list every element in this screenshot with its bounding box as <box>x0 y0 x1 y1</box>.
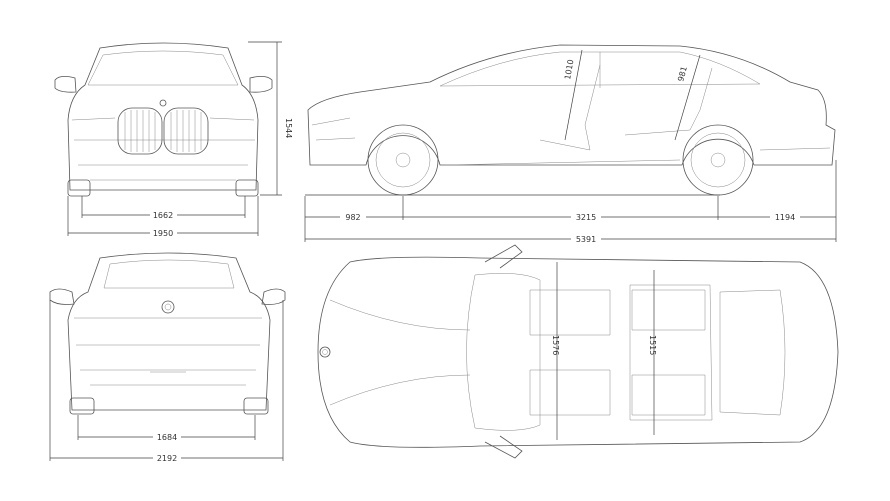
rear-overhang-label: 1194 <box>775 213 795 222</box>
front-track-label: 1662 <box>153 211 173 220</box>
top-view: 1576 1515 <box>317 244 839 459</box>
front-height-label: 1544 <box>284 118 293 138</box>
front-width-label: 1950 <box>153 229 173 238</box>
rear-width-label: 2192 <box>157 454 177 463</box>
rear-headroom-label: 981 <box>676 65 689 82</box>
side-view: 1010 981 982 3215 1194 5391 <box>304 44 837 244</box>
front-headroom-label: 1010 <box>563 59 575 81</box>
rear-view: 1684 2192 <box>49 252 286 463</box>
rear-track-label: 1684 <box>157 433 177 442</box>
rear-shoulder-label: 1515 <box>648 335 657 355</box>
front-overhang-label: 982 <box>345 213 360 222</box>
length-label: 5391 <box>576 235 596 244</box>
front-shoulder-label: 1576 <box>551 335 560 355</box>
wheelbase-label: 3215 <box>576 213 596 222</box>
front-view: 1544 1662 1950 <box>54 41 293 238</box>
